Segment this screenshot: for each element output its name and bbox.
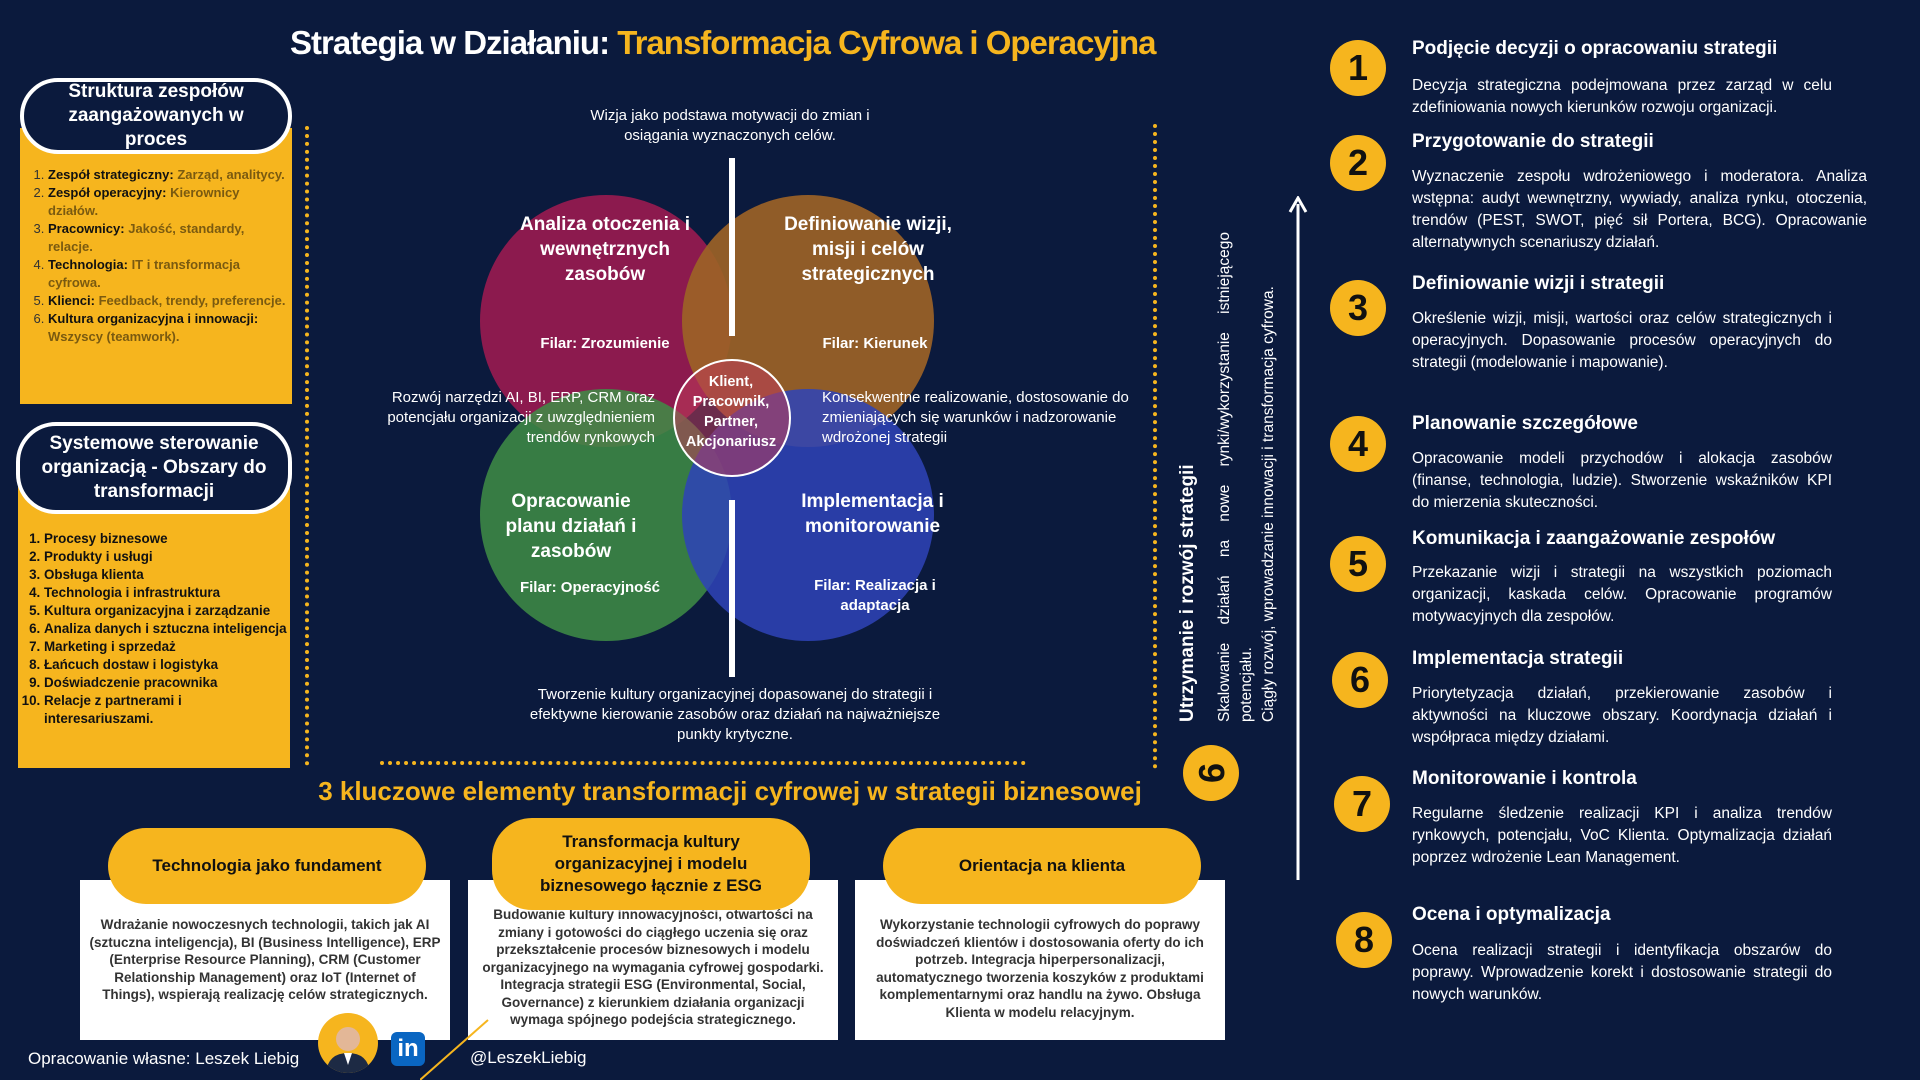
list-item: Zespół strategiczny: Zarząd, analitycy. [48,166,292,184]
list-item: Kultura organizacyjna i innowacji: Wszys… [48,310,292,346]
list-item: Klienci: Feedback, trendy, preferencje. [48,292,292,310]
step-9-desc-1: Skalowanie działań na nowe rynki/wykorzy… [1216,232,1255,722]
step-desc-2: Wyznaczenie zespołu wdrożeniowego i mode… [1412,168,1867,251]
step-number-1: 1 [1330,40,1386,96]
venn-pillar-analysis: Filar: Zrozumienie [540,335,670,352]
title-part-2: Transformacja Cyfrowa i Operacyjna [617,24,1156,61]
team-structure-list: Zespół strategiczny: Zarząd, analitycy. … [20,128,292,346]
step-number-2: 2 [1330,135,1386,191]
list-item: Produkty i usługi [44,548,290,566]
key-element-title-technology: Technologia jako fundament [108,828,426,904]
step-9-desc-2: Ciągły rozwój, wprowadzanie innowacji i … [1260,286,1277,722]
venn-top-caption: Wizja jako podstawa motywacji do zmian i… [590,107,870,144]
venn-title-vision: Definiowanie wizji, misji i celów strate… [784,214,952,285]
transformation-areas-list: Procesy biznesowe Produkty i usługi Obsł… [18,462,290,728]
transformation-areas-heading: Systemowe sterowanie organizacją - Obsza… [16,422,292,514]
list-item: Obsługa klienta [44,566,290,584]
step-title-1: Podjęcie decyzji o opracowaniu strategii [1412,38,1778,59]
venn-diagram [480,158,934,677]
up-arrow-icon [1288,196,1308,880]
linkedin-icon[interactable]: in [391,1032,425,1066]
step-desc-1: Decyzja strategiczna podejmowana przez z… [1412,77,1832,116]
step-number-3: 3 [1330,280,1386,336]
step-desc-6: Priorytetyzacja działań, przekierowanie … [1412,685,1832,746]
list-item: Łańcuch dostaw i logistyka [44,656,290,674]
venn-pillar-plan: Filar: Operacyjność [519,579,661,596]
divider-right [1153,124,1157,769]
step-9-title: Utrzymanie i rozwój strategii [1177,464,1198,722]
author-credit: Opracowanie własne: Leszek Liebig [28,1049,300,1068]
step-desc-7: Regularne śledzenie realizacji KPI i ana… [1412,805,1832,866]
step-desc-4: Opracowanie modeli przychodów i alokacja… [1412,450,1832,511]
step-title-7: Monitorowanie i kontrola [1412,768,1637,789]
step-title-6: Implementacja strategii [1412,648,1624,669]
venn-title-plan: Opracowanie planu działań i zasobów [505,491,637,562]
venn-pillar-implementation: Filar: Realizacja i adaptacja [814,577,936,614]
step-title-2: Przygotowanie do strategii [1412,131,1654,152]
venn-bottom-bar [729,500,735,677]
team-structure-panel: Zespół strategiczny: Zarząd, analitycy. … [20,128,292,404]
decorative-line [420,1019,489,1080]
step-desc-5: Przekazanie wizji i strategii na wszystk… [1412,564,1832,625]
step-number-9: 9 [1183,745,1239,801]
author-avatar [318,1013,378,1073]
key-elements-heading: 3 kluczowe elementy transformacji cyfrow… [318,776,1142,806]
step-desc-8: Ocena realizacji strategii i identyfikac… [1412,942,1832,1003]
venn-left-caption: Rozwój narzędzi AI, BI, ERP, CRM oraz po… [387,389,655,446]
list-item: Analiza danych i sztuczna inteligencja [44,620,290,638]
venn-right-caption: Konsekwentne realizowanie, dostosowanie … [822,389,1129,446]
venn-circle-analysis [480,195,732,447]
venn-center-circle [673,359,791,477]
step-title-3: Definiowanie wizji i strategii [1412,273,1665,294]
list-item: Zespół operacyjny: Kierownicy działów. [48,184,292,220]
step-title-5: Komunikacja i zaangażowanie zespołów [1412,528,1776,549]
key-element-text-customer: Wykorzystanie technologii cyfrowych do p… [855,880,1225,1040]
divider-bottom [380,761,1026,765]
step-desc-3: Określenie wizji, misji, wartości oraz c… [1412,310,1832,371]
key-element-text-technology: Wdrażanie nowoczesnych technologii, taki… [80,880,450,1040]
author-handle: @LeszekLiebig [470,1048,587,1067]
list-item: Doświadczenie pracownika [44,674,290,692]
list-item: Procesy biznesowe [44,530,290,548]
divider-left [305,126,309,766]
list-item: Pracownicy: Jakość, standardy, relacje. [48,220,292,256]
venn-top-bar [729,158,735,336]
step-title-8: Ocena i optymalizacja [1412,904,1611,925]
key-element-title-culture: Transformacja kultury organizacyjnej i m… [492,818,810,910]
list-item: Technologia: IT i transformacja cyfrowa. [48,256,292,292]
step-number-6: 6 [1332,652,1388,708]
list-item: Relacje z partnerami i interesariuszami. [44,692,290,728]
list-item: Marketing i sprzedaż [44,638,290,656]
venn-center-label: Klient, Pracownik, Partner, Akcjonariusz [685,374,777,450]
venn-title-analysis: Analiza otoczenia i wewnętrznych zasobów [520,214,690,285]
team-structure-heading: Struktura zespołów zaangażowanych w proc… [20,78,292,154]
step-number-4: 4 [1330,416,1386,472]
step-title-4: Planowanie szczegółowe [1412,413,1638,434]
venn-title-implementation: Implementacja i monitorowanie [801,491,944,537]
key-element-title-customer: Orientacja na klienta [883,828,1201,904]
venn-bottom-caption: Tworzenie kultury organizacyjnej dopasow… [529,686,941,743]
step-number-8: 8 [1336,912,1392,968]
step-number-7: 7 [1334,776,1390,832]
title-part-1: Strategia w Działaniu: [290,24,610,61]
list-item: Technologia i infrastruktura [44,584,290,602]
venn-pillar-vision: Filar: Kierunek [822,335,928,352]
venn-circle-plan [480,389,732,641]
list-item: Kultura organizacyjna i zarządzanie [44,602,290,620]
step-number-5: 5 [1330,536,1386,592]
page-title: Strategia w Działaniu: Transformacja Cyf… [290,24,1190,62]
